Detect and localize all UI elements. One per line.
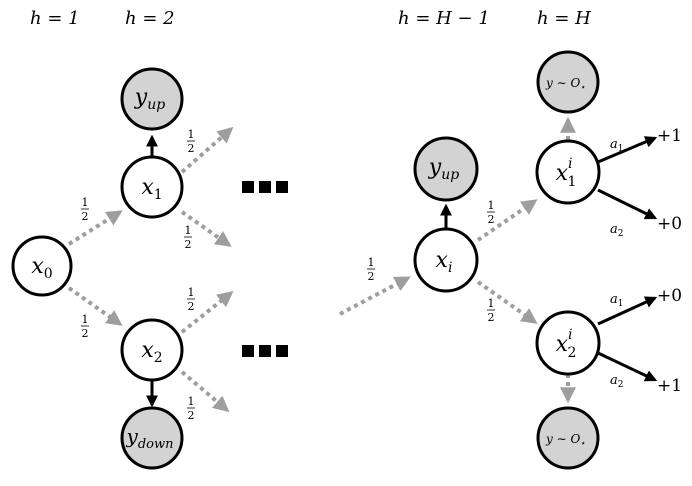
fraction-denominator: 2 (185, 238, 192, 251)
fraction-denominator: 2 (188, 300, 195, 313)
header-h1: h = 1 (30, 8, 80, 29)
svg-text:yup: yup (134, 85, 165, 113)
fraction-numerator: 1 (488, 297, 495, 310)
svg-text:y ∼ O⋆: y ∼ O⋆ (545, 432, 586, 449)
node-x2: x2 (120, 318, 184, 382)
fraction-denominator: 2 (488, 213, 495, 226)
node-observation-bottom: y ∼ O⋆ (536, 406, 600, 470)
action-label-top-a2: a2 (610, 222, 624, 239)
edge-x2i-a2 (597, 351, 658, 382)
action-label-top-a1: a1 (610, 137, 624, 154)
header-h-minus-1: h = H − 1 (398, 8, 490, 29)
prob-xi-x1i: 12 (487, 199, 495, 226)
prob-xi-x2i: 12 (487, 297, 495, 324)
reward-top-a1: +1 (657, 126, 682, 146)
fraction-denominator: 2 (188, 409, 195, 422)
svg-text:x2: x2 (141, 338, 162, 366)
reward-top-a2: +0 (657, 214, 682, 234)
fraction-numerator: 1 (188, 128, 195, 141)
svg-text:yup: yup (428, 155, 459, 183)
prob-x0-x2: 12 (81, 313, 89, 340)
fraction-denominator: 2 (188, 142, 195, 155)
svg-text:xi: xi (436, 248, 453, 276)
svg-text:xi2: xi2 (556, 327, 577, 361)
prob-x2-out-down: 12 (187, 395, 195, 422)
node-x0: x0 (11, 235, 73, 297)
edge-x1i-a1 (597, 136, 658, 164)
action-label-bottom-a1: a1 (610, 292, 624, 309)
fraction-numerator: 1 (82, 196, 89, 209)
edge-x1-out-down (180, 210, 232, 247)
fraction-numerator: 1 (185, 224, 192, 237)
header-h2: h = 2 (125, 8, 175, 29)
prob-x1-out-up: 12 (187, 128, 195, 155)
ellipsis-bottom (242, 345, 288, 357)
fraction-numerator: 1 (368, 256, 375, 269)
header-h-final: h = H (537, 8, 591, 29)
svg-text:x0: x0 (31, 254, 52, 282)
edge-x0-x2 (67, 286, 123, 326)
node-xi: xi (413, 227, 479, 293)
fraction-denominator: 2 (488, 311, 495, 324)
edge-x0-x1 (67, 210, 123, 246)
prob-x2-out-up: 12 (187, 286, 195, 313)
fraction-numerator: 1 (188, 395, 195, 408)
fraction-denominator: 2 (82, 327, 89, 340)
node-x1: x1 (120, 155, 184, 219)
prob-x1-out-down: 12 (184, 224, 192, 251)
prob-into-xi: 12 (367, 256, 375, 283)
svg-text:xi1: xi1 (556, 156, 577, 190)
ellipsis-top (242, 181, 288, 193)
edge-xi-x2i (476, 280, 538, 324)
node-y-down: ydown (120, 406, 184, 470)
fraction-denominator: 2 (82, 210, 89, 223)
node-observation-top: y ∼ O⋆ (536, 50, 600, 114)
reward-bottom-a2: +1 (657, 376, 682, 396)
svg-text:x1: x1 (141, 175, 162, 203)
reward-bottom-a1: +0 (657, 286, 682, 306)
prob-x0-x1: 12 (81, 196, 89, 223)
edge-x2-out-down (180, 370, 230, 413)
svg-text:ydown: ydown (126, 424, 174, 452)
action-label-bottom-a2: a2 (610, 373, 624, 390)
edge-x2i-a1 (597, 296, 658, 326)
edge-x1i-a2 (597, 188, 658, 220)
fraction-numerator: 1 (82, 313, 89, 326)
fraction-numerator: 1 (188, 286, 195, 299)
edge-x2-out-up (180, 291, 234, 334)
edge-x1-out-up (180, 126, 234, 174)
edge-xi-x1i (476, 199, 538, 242)
edge-into-xi (339, 276, 411, 316)
node-y-up-left: yup (120, 67, 184, 131)
node-y-up-right: yup (413, 136, 479, 202)
fraction-numerator: 1 (488, 199, 495, 212)
svg-text:y ∼ O⋆: y ∼ O⋆ (545, 76, 586, 93)
fraction-denominator: 2 (368, 270, 375, 283)
